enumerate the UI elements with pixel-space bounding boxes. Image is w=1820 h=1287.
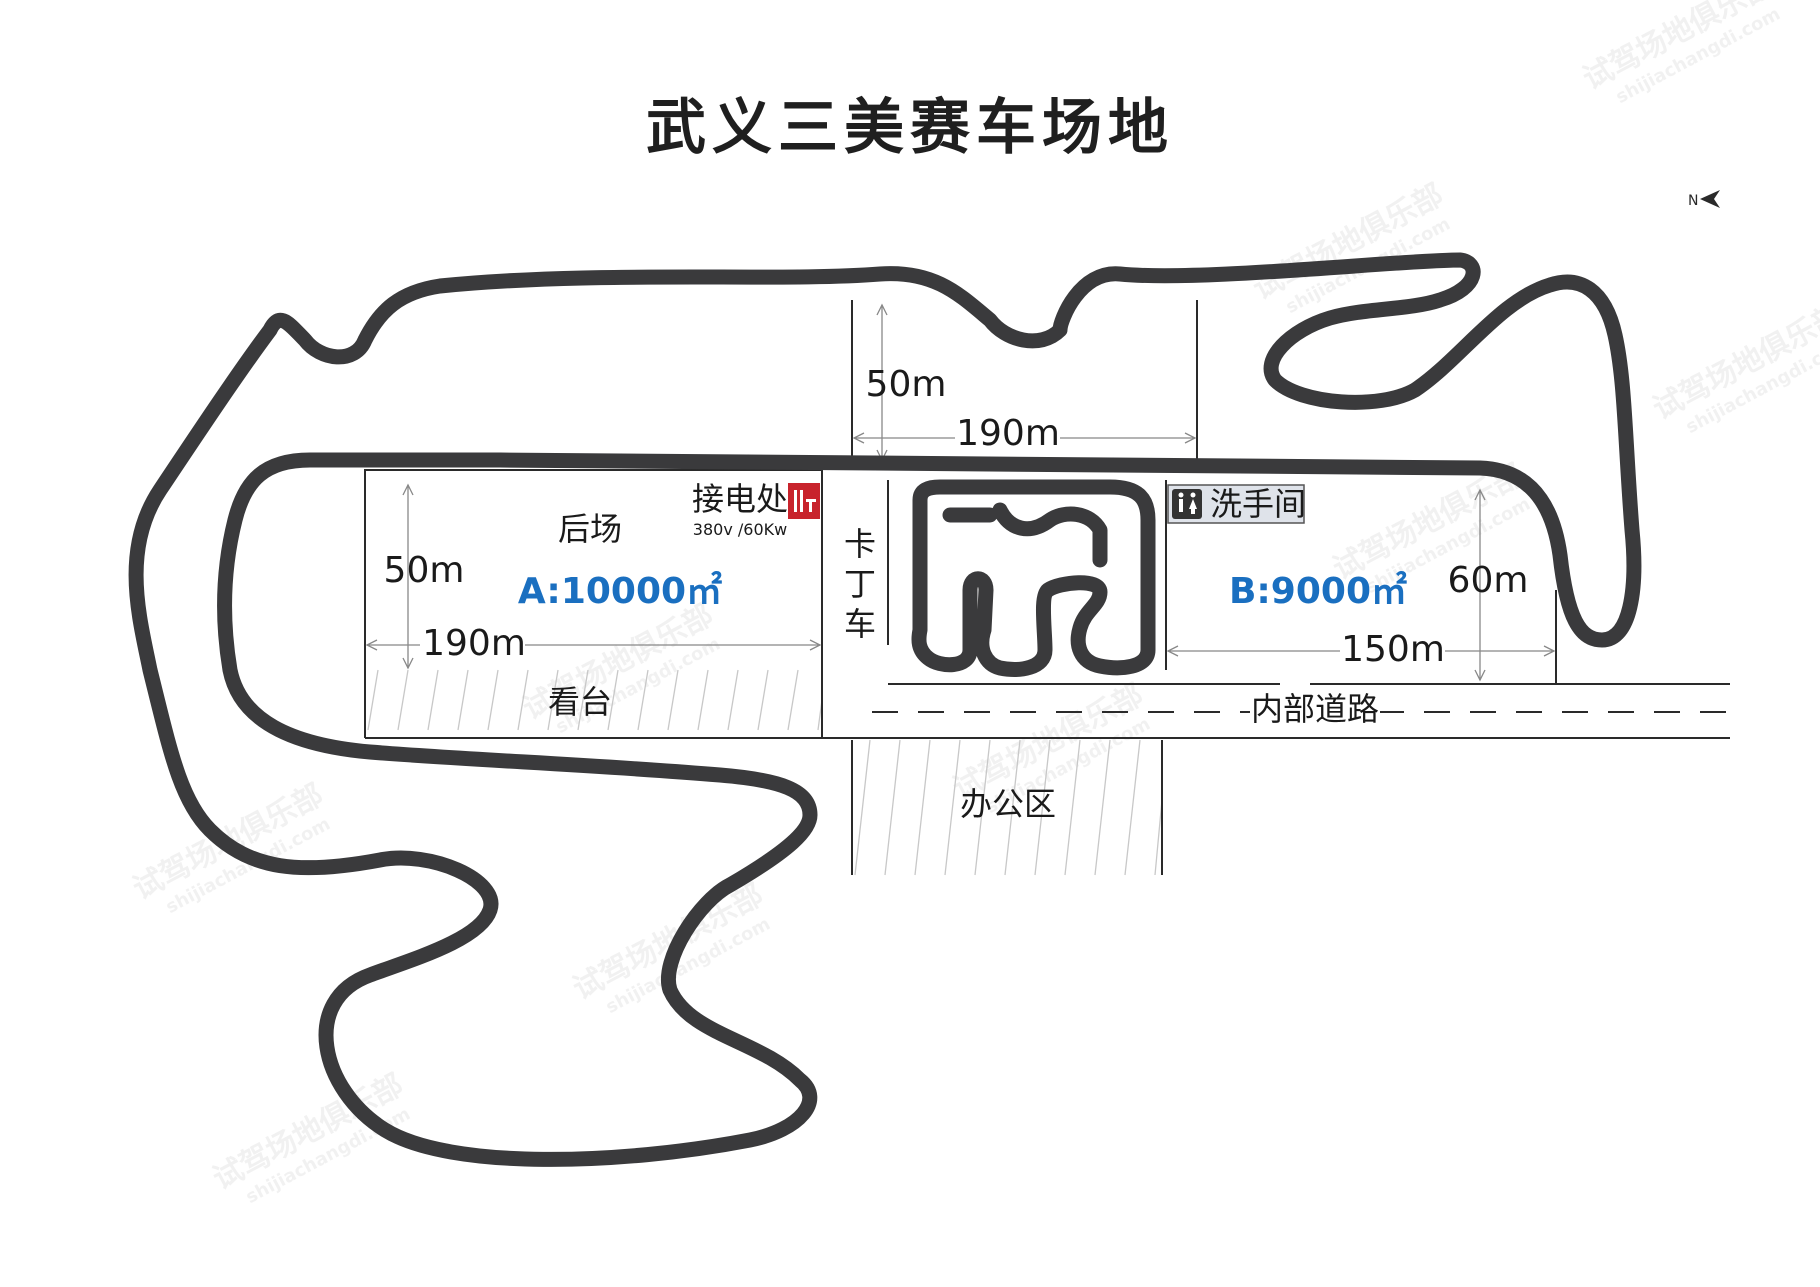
kart-track	[911, 479, 1156, 677]
grandstand-hatch	[367, 669, 823, 731]
power-spec: 380v /60Kw	[693, 520, 787, 539]
race-track	[128, 252, 1642, 1167]
dim-top-height: 50m	[866, 364, 947, 405]
dim-top-width: 190m	[956, 413, 1060, 454]
dim-bg	[420, 622, 525, 662]
kart-label-2: 丁	[844, 565, 876, 603]
watermark-brand: 试驾场地俱乐部	[1577, 0, 1779, 97]
dim-bg	[1340, 628, 1445, 668]
restroom-icon	[1172, 489, 1202, 519]
power-label: 接电处	[692, 480, 788, 518]
north-arrow-icon: N	[1688, 190, 1720, 209]
dim-b-width: 150m	[1341, 629, 1445, 670]
office-label: 办公区	[960, 785, 1056, 823]
kart-label-3: 车	[844, 605, 876, 643]
dim-a-height: 50m	[384, 550, 465, 591]
map-title: 武义三美赛车场地	[646, 93, 1174, 163]
backyard-label: 后场	[558, 510, 622, 548]
kart-track-inner	[942, 502, 1108, 568]
dim-bg	[955, 415, 1060, 455]
road-label-bg	[1250, 692, 1380, 728]
office-hatch	[854, 739, 1163, 876]
dim-a-width: 190m	[422, 623, 526, 664]
compass-letter: N	[1688, 193, 1698, 209]
power-outlet-icon	[788, 483, 820, 519]
area-b-label: B:9000㎡	[1229, 570, 1407, 612]
restroom-sign: 洗手间	[1167, 484, 1306, 524]
dim-b-height: 60m	[1448, 560, 1529, 601]
grandstand-label: 看台	[548, 683, 612, 721]
kart-label-1: 卡	[844, 525, 876, 563]
restroom-label: 洗手间	[1210, 485, 1306, 523]
area-a-label: A:10000㎡	[518, 570, 722, 612]
internal-road-label: 内部道路	[1251, 690, 1379, 728]
